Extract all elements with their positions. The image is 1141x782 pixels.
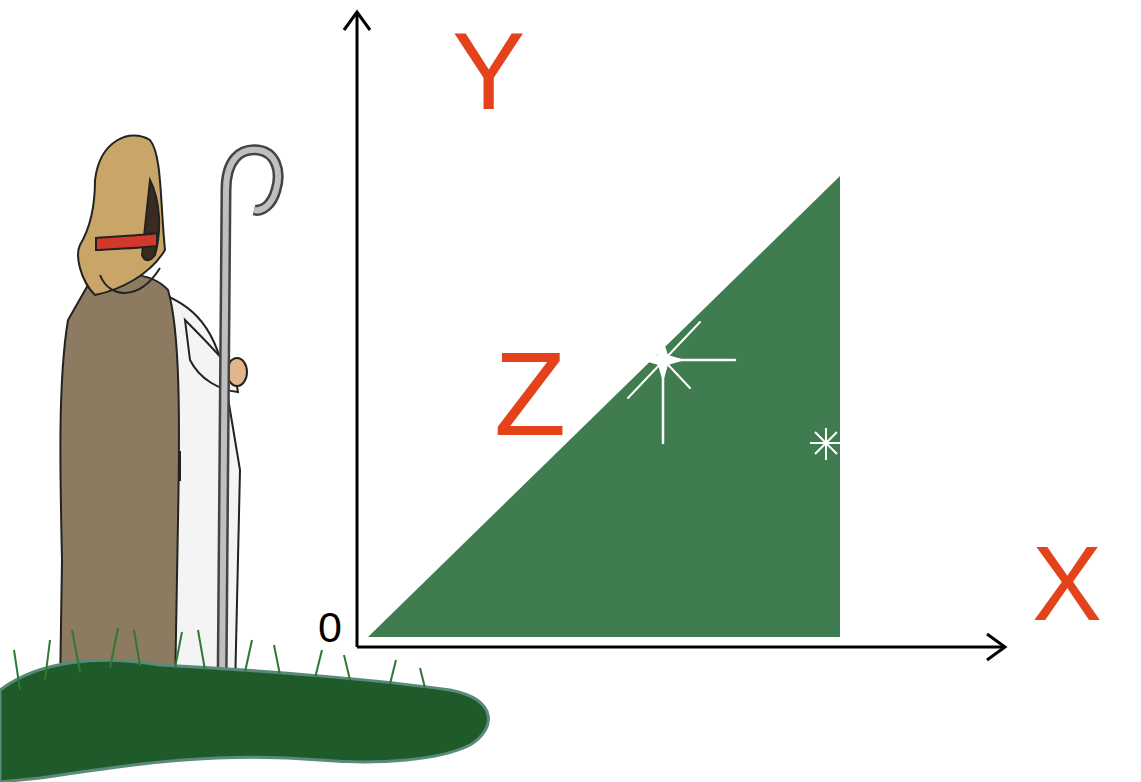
green-triangle bbox=[368, 176, 840, 637]
axis-label: Y bbox=[452, 16, 525, 126]
sparkle bbox=[628, 318, 735, 443]
shepherd-figure bbox=[60, 136, 278, 690]
axis-label: X bbox=[1032, 531, 1102, 636]
axes bbox=[344, 12, 1005, 660]
grass-mound bbox=[0, 628, 488, 782]
side-label: Z bbox=[494, 335, 566, 453]
sparkle-small bbox=[810, 428, 842, 460]
origin-label: 0 bbox=[318, 606, 342, 649]
